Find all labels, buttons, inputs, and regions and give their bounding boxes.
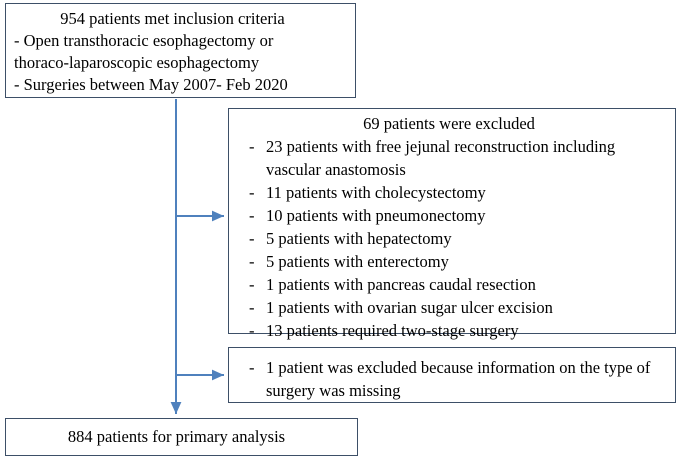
list-item: -1 patients with ovarian sugar ulcer exc… bbox=[235, 296, 669, 319]
bullet-dash-icon: - bbox=[249, 183, 255, 202]
list-item-label: 11 patients with cholecystectomy bbox=[266, 183, 486, 202]
bullet-dash-icon: - bbox=[249, 229, 255, 248]
list-item: -5 patients with enterectomy bbox=[235, 250, 669, 273]
list-item: -1 patient was excluded because informat… bbox=[235, 356, 669, 402]
missing-reason-list: -1 patient was excluded because informat… bbox=[235, 356, 669, 402]
bullet-dash-icon: - bbox=[249, 137, 255, 156]
bullet-dash-icon: - bbox=[249, 321, 255, 340]
inclusion-line-4: - Surgeries between May 2007- Feb 2020 bbox=[14, 75, 288, 94]
bullet-dash-icon: - bbox=[249, 206, 255, 225]
bullet-dash-icon: - bbox=[249, 298, 255, 317]
list-item: -23 patients with free jejunal reconstru… bbox=[235, 135, 669, 181]
bullet-dash-icon: - bbox=[249, 275, 255, 294]
inclusion-line-3: thoraco-laparoscopic esophagectomy bbox=[14, 53, 260, 72]
list-item-label: 1 patient was excluded because informati… bbox=[266, 358, 651, 400]
inclusion-line-1: 954 patients met inclusion criteria bbox=[60, 9, 285, 28]
inclusion-criteria-box: 954 patients met inclusion criteria - Op… bbox=[5, 3, 356, 98]
excluded-patients-box: 69 patients were excluded -23 patients w… bbox=[228, 108, 676, 340]
list-item-label: 5 patients with hepatectomy bbox=[266, 229, 452, 248]
bullet-dash-icon: - bbox=[249, 252, 255, 271]
list-item-label: 13 patients required two-stage surgery bbox=[266, 321, 519, 340]
list-item: -10 patients with pneumonectomy bbox=[235, 204, 669, 227]
primary-analysis-text: 884 patients for primary analysis bbox=[67, 427, 286, 446]
list-item-label: 10 patients with pneumonectomy bbox=[266, 206, 486, 225]
inclusion-line-2: - Open transthoracic esophagectomy or bbox=[14, 31, 274, 50]
list-item: -13 patients required two-stage surgery bbox=[235, 319, 669, 342]
list-item: -11 patients with cholecystectomy bbox=[235, 181, 669, 204]
list-item-label: 23 patients with free jejunal reconstruc… bbox=[266, 137, 616, 179]
list-item-label: 5 patients with enterectomy bbox=[266, 252, 449, 271]
missing-information-box: -1 patient was excluded because informat… bbox=[228, 347, 676, 403]
list-item: -1 patients with pancreas caudal resecti… bbox=[235, 273, 669, 296]
excluded-box-heading: 69 patients were excluded bbox=[363, 114, 535, 133]
primary-analysis-box: 884 patients for primary analysis bbox=[5, 418, 358, 456]
list-item-label: 1 patients with pancreas caudal resectio… bbox=[266, 275, 536, 294]
bullet-dash-icon: - bbox=[249, 358, 255, 377]
list-item-label: 1 patients with ovarian sugar ulcer exci… bbox=[266, 298, 553, 317]
list-item: -5 patients with hepatectomy bbox=[235, 227, 669, 250]
excluded-reason-list: -23 patients with free jejunal reconstru… bbox=[235, 135, 669, 342]
